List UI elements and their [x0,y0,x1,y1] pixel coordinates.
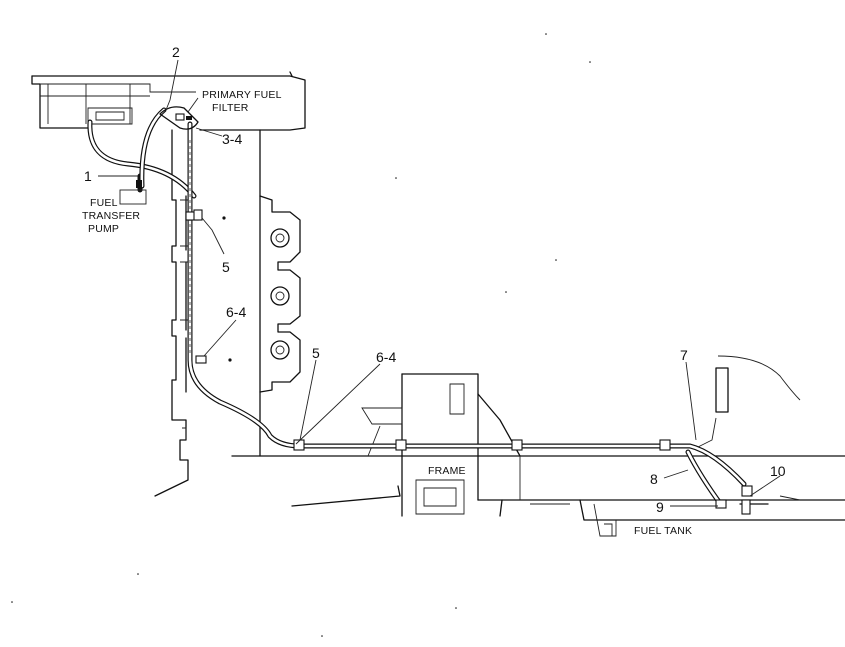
fuel-tank-structure [579,355,845,537]
engine-block-right [222,129,301,457]
callout-8: 8 [650,471,658,487]
transfer-pump-label-line3: PUMP [88,223,119,235]
engine-block-left [154,129,189,497]
transfer-pump-label-line1: FUEL [90,197,118,209]
engine-top-structure [31,71,306,131]
fuel-supply-line [187,121,747,487]
transfer-pump-label-line2: TRANSFER [82,210,140,222]
scan-speckles [11,33,591,637]
hose-clamps [185,209,753,515]
fuel-hose-2 [139,107,167,189]
callout-5-lower: 5 [312,345,320,361]
callout-10: 10 [770,463,786,479]
callout-6-4-lower: 6-4 [376,349,396,365]
callout-6-4-upper: 6-4 [226,304,246,320]
primary-fuel-filter-label-line2: FILTER [212,102,249,114]
fuel-tank-label: FUEL TANK [634,525,692,537]
callout-7: 7 [680,347,688,363]
fuel-transfer-pump [119,180,147,205]
callout-5-upper: 5 [222,259,230,275]
callout-3-4: 3-4 [222,131,242,147]
callout-2: 2 [172,44,180,60]
frame-label: FRAME [428,465,466,477]
callout-numbers: 1 2 3-4 5 6-4 5 6-4 7 8 9 10 [84,44,786,515]
primary-fuel-filter-label-line1: PRIMARY FUEL [202,89,282,101]
callout-1: 1 [84,168,92,184]
leader-lines [98,59,781,507]
primary-fuel-filter [159,106,199,130]
callout-9: 9 [656,499,664,515]
component-labels: PRIMARY FUEL FILTER FUEL TRANSFER PUMP F… [82,89,692,537]
